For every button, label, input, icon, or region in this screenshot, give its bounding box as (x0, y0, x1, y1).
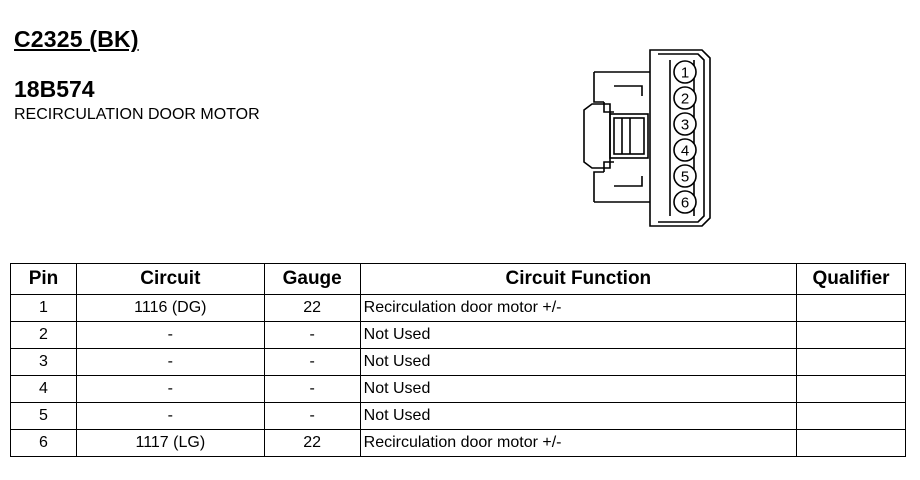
connector-id: C2325 (BK) (14, 26, 139, 52)
circuit-cell: 1116 (DG) (75, 294, 265, 322)
gauge-cell: - (263, 348, 361, 376)
function-cell: Not Used (359, 375, 798, 403)
qualifier-cell (796, 348, 906, 376)
pin-number-label: 4 (681, 143, 689, 160)
pin-circle (673, 60, 697, 84)
function-cell: Not Used (359, 402, 798, 430)
pin-cell: 4 (10, 375, 77, 403)
qualifier-cell (796, 402, 906, 430)
pin-cell: 3 (10, 348, 77, 376)
header-circuit: Circuit (75, 263, 265, 295)
pin-cell: 5 (10, 402, 77, 430)
table-row: 6 1117 (LG) 22 Recirculation door motor … (10, 429, 906, 457)
circuit-cell: - (75, 348, 265, 376)
pin-circle (673, 190, 697, 214)
pin-number-label: 2 (681, 91, 689, 108)
connector-housing (649, 49, 711, 227)
function-cell: Recirculation door motor +/- (359, 294, 798, 322)
gauge-cell: 22 (263, 294, 361, 322)
pin-cell: 1 (10, 294, 77, 322)
pin-number-label: 3 (681, 117, 689, 134)
qualifier-cell (796, 375, 906, 403)
circuit-cell: 1117 (LG) (75, 429, 265, 457)
function-cell: Not Used (359, 321, 798, 349)
pin-circle (673, 112, 697, 136)
pin-cell: 2 (10, 321, 77, 349)
pin-circle (673, 164, 697, 188)
qualifier-cell (796, 294, 906, 322)
connector-face-diagram: 1 2 3 4 5 6 (583, 49, 711, 227)
header-qualifier: Qualifier (796, 263, 906, 295)
gauge-cell: - (263, 321, 361, 349)
header-circuit-function: Circuit Function (359, 263, 798, 295)
qualifier-cell (796, 429, 906, 457)
pin-circle (673, 86, 697, 110)
pin-cell: 6 (10, 429, 77, 457)
table-row: 1 1116 (DG) 22 Recirculation door motor … (10, 294, 906, 322)
header-pin: Pin (10, 263, 77, 295)
gauge-cell: - (263, 402, 361, 430)
gauge-cell: - (263, 375, 361, 403)
function-cell: Not Used (359, 348, 798, 376)
pin-circle (673, 138, 697, 162)
latch (583, 103, 611, 169)
table-row: 3 - - Not Used (10, 348, 906, 376)
gauge-cell: 22 (263, 429, 361, 457)
circuit-cell: - (75, 402, 265, 430)
part-number: 18B574 (14, 76, 95, 102)
qualifier-cell (796, 321, 906, 349)
table-header-row: Pin Circuit Gauge Circuit Function Quali… (10, 263, 906, 295)
table-row: 5 - - Not Used (10, 402, 906, 430)
circuit-cell: - (75, 375, 265, 403)
pin-number-label: 5 (681, 169, 689, 186)
component-description: RECIRCULATION DOOR MOTOR (14, 106, 260, 123)
pin-number-label: 6 (681, 195, 689, 212)
function-cell: Recirculation door motor +/- (359, 429, 798, 457)
table-row: 4 - - Not Used (10, 375, 906, 403)
header-gauge: Gauge (263, 263, 361, 295)
table-row: 2 - - Not Used (10, 321, 906, 349)
pin-number-label: 1 (681, 65, 689, 82)
circuit-cell: - (75, 321, 265, 349)
pinout-table: Pin Circuit Gauge Circuit Function Quali… (10, 263, 906, 457)
